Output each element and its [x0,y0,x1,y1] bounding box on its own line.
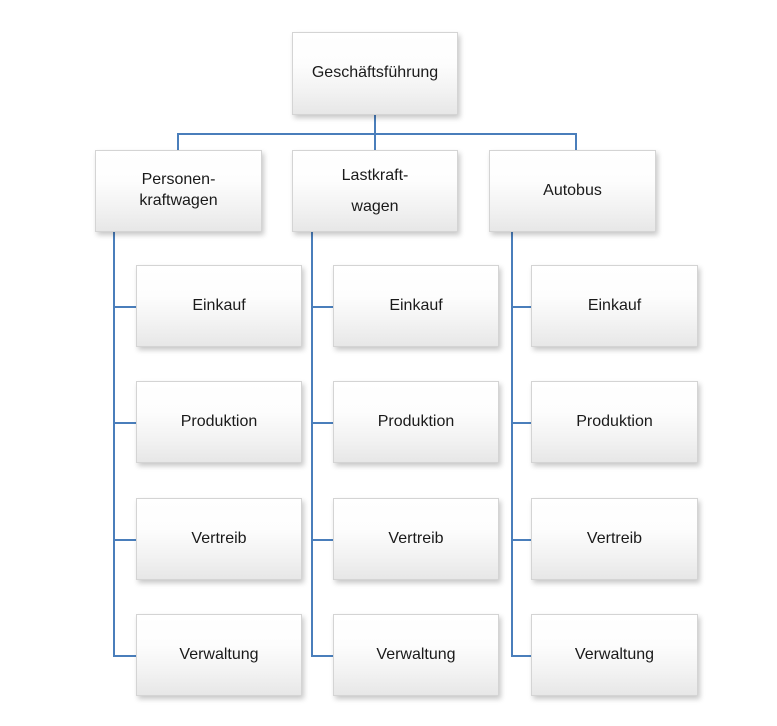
connector-root-stem [374,115,376,134]
connector-bus-to-division-3 [575,133,577,151]
node-division-3-department-3[interactable]: Vertreib [531,498,698,580]
node-division-3-department-4[interactable]: Verwaltung [531,614,698,696]
node-division-1-department-2[interactable]: Produktion [136,381,302,463]
node-division-2-department-1-label: Einkauf [389,296,443,314]
connector-spine-division-1 [113,232,115,656]
node-division-2[interactable]: Lastkraft- wagen [292,150,458,232]
node-division-1-department-2-label: Produktion [180,412,258,430]
connector-stub-3-2 [511,422,532,424]
node-division-3-department-3-label: Vertreib [586,529,643,547]
node-division-3-department-1-label: Einkauf [587,296,642,314]
node-division-1-label-line2: kraftwagen [139,192,218,209]
connector-stub-2-1 [311,306,333,308]
node-division-1-department-1[interactable]: Einkauf [136,265,302,347]
node-division-2-department-3[interactable]: Vertreib [333,498,499,580]
connector-spine-division-2 [311,232,313,656]
node-division-2-label: Lastkraft- wagen [342,160,409,222]
connector-stub-1-2 [113,422,136,424]
connector-stub-2-2 [311,422,333,424]
node-division-3-label: Autobus [543,181,602,199]
connector-stub-3-1 [511,306,532,308]
connector-stub-1-4 [113,655,136,657]
connector-spine-division-3 [511,232,513,656]
connector-bus-to-division-2 [374,133,376,151]
node-division-3-department-2-label: Produktion [576,412,653,430]
node-division-1-department-3[interactable]: Vertreib [136,498,302,580]
node-division-2-department-4-label: Verwaltung [376,645,456,663]
connector-stub-3-3 [511,539,532,541]
node-division-3[interactable]: Autobus [489,150,656,232]
node-division-2-label-line1: Lastkraft- [341,166,409,184]
node-division-1-label-line1: Personen- [141,171,216,189]
node-root[interactable]: Geschäftsführung [292,32,458,115]
connector-stub-2-4 [311,655,333,657]
connector-stub-3-4 [511,655,532,657]
node-division-1-department-4-label: Verwaltung [179,645,259,663]
node-division-1[interactable]: Personen- kraftwagen [95,150,262,232]
node-division-2-department-4[interactable]: Verwaltung [333,614,499,696]
connector-stub-1-1 [113,306,136,308]
node-division-3-department-4-label: Verwaltung [574,645,655,663]
node-division-2-department-1[interactable]: Einkauf [333,265,499,347]
connector-root-bus [177,133,576,135]
node-root-label: Geschäftsführung [311,64,439,82]
node-division-1-label: Personen- kraftwagen [139,170,217,212]
node-division-2-department-3-label: Vertreib [388,529,444,547]
connector-bus-to-division-1 [177,133,179,151]
connector-stub-1-3 [113,539,136,541]
node-division-1-department-1-label: Einkauf [192,296,246,314]
node-division-1-department-4[interactable]: Verwaltung [136,614,302,696]
node-division-2-department-2-label: Produktion [377,412,455,430]
node-division-3-department-1[interactable]: Einkauf [531,265,698,347]
node-division-2-department-2[interactable]: Produktion [333,381,499,463]
node-division-1-department-3-label: Vertreib [191,529,247,547]
connector-stub-2-3 [311,539,333,541]
node-division-2-label-line2: wagen [351,198,399,215]
node-division-3-department-2[interactable]: Produktion [531,381,698,463]
